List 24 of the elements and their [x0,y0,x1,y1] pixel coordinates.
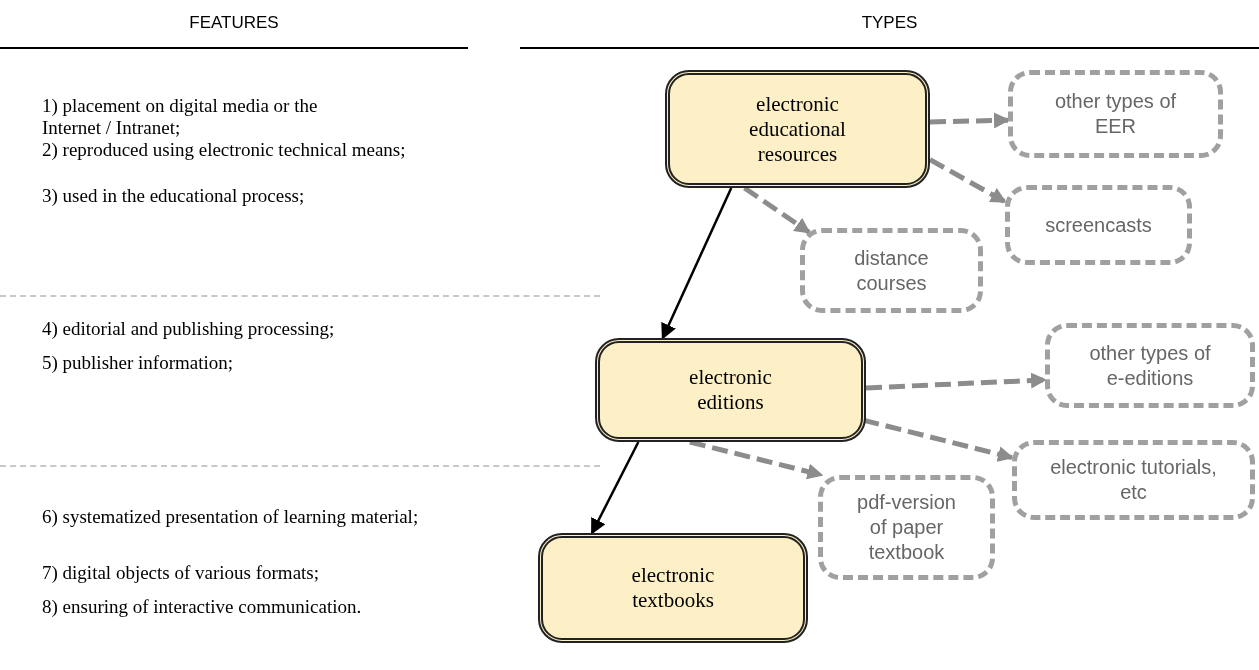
feature-item: 5) publisher information; [42,352,235,374]
column-heading: TYPES [860,12,919,34]
feature-item: 6) systematized presentation of learning material; [42,506,420,528]
subtype-box: pdf-version of paper textbook [818,475,995,580]
arrow [929,112,1010,129]
type-box: electronic textbooks [538,533,808,643]
arrow [928,157,1007,204]
feature-item: 3) used in the educational process; [42,185,306,207]
type-box: electronic educational resources [665,70,930,188]
arrow [865,372,1047,391]
subtype-box: other types of EER [1008,70,1223,158]
column-heading: FEATURES [188,12,280,34]
subtype-box: distance courses [800,228,983,313]
arrow [590,441,640,535]
feature-item: 2) reproduced using electronic technical means; [42,139,407,161]
feature-item: 8) ensuring of interactive communication. [42,596,363,618]
feature-item: 1) placement on digital media or the Internet / Intranet; [42,95,319,139]
subtype-box: other types of e-editions [1045,323,1255,408]
type-box: electronic editions [595,338,866,442]
subtype-box: electronic tutorials, etc [1012,440,1255,520]
feature-item: 4) editorial and publishing processing; [42,318,336,340]
subtype-box: screencasts [1005,185,1192,265]
arrow [661,187,733,340]
feature-item: 7) digital objects of various formats; [42,562,321,584]
